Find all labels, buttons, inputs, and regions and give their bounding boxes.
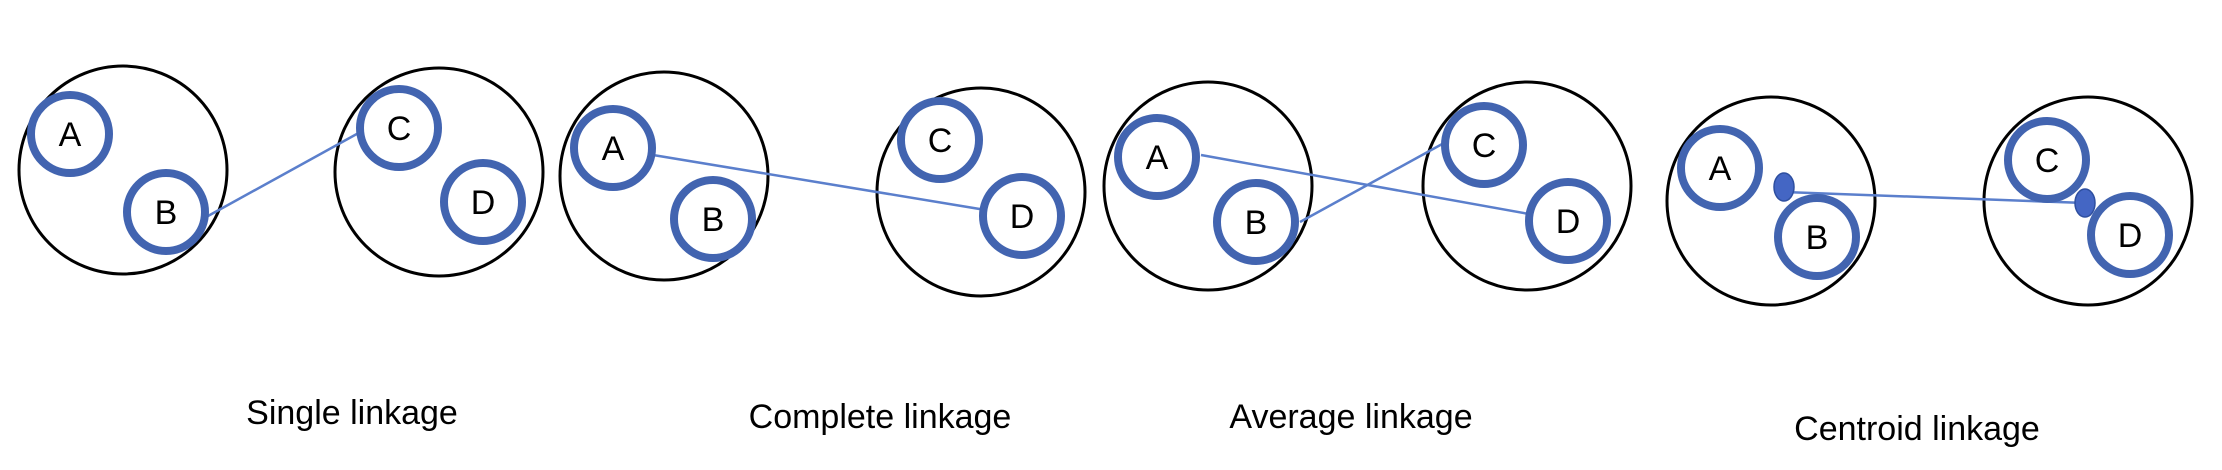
point-c-label: C	[387, 110, 412, 148]
caption-average-linkage: Average linkage	[1229, 398, 1472, 436]
point-c-label: C	[2035, 142, 2060, 180]
centroid-left	[1773, 172, 1795, 202]
point-a-circle	[1114, 114, 1200, 200]
point-b-circle	[1213, 179, 1299, 265]
point-a: A	[27, 91, 113, 177]
point-c-circle	[356, 85, 442, 171]
point-a: A	[1677, 125, 1763, 211]
point-c: C	[2004, 117, 2090, 203]
point-b: B	[1213, 179, 1299, 265]
point-b-circle	[123, 169, 209, 255]
point-c: C	[897, 97, 983, 183]
point-b-label: B	[702, 201, 725, 239]
panel-average-linkage: A B C D Average linkage	[1102, 80, 1633, 436]
average-link-a-d	[1200, 153, 1569, 223]
point-d-label: D	[1556, 203, 1581, 241]
cluster-left	[1665, 95, 1877, 307]
panel-centroid-linkage: A B C D Centroid linkage	[1665, 95, 2194, 448]
point-a: A	[1114, 114, 1200, 200]
point-b-label: B	[1806, 219, 1829, 257]
point-a-label: A	[59, 116, 82, 154]
point-a-circle	[570, 105, 656, 191]
point-d: D	[1525, 178, 1611, 264]
point-a-label: A	[1146, 139, 1169, 177]
point-d-circle	[1525, 178, 1611, 264]
point-d-circle	[979, 173, 1065, 259]
complete-link	[652, 153, 1023, 218]
point-d: D	[2087, 192, 2173, 278]
point-c: C	[1441, 102, 1527, 188]
caption-centroid-linkage: Centroid linkage	[1794, 410, 2040, 448]
caption-single-linkage: Single linkage	[246, 394, 458, 432]
centroid-right	[2074, 188, 2096, 218]
point-c-label: C	[928, 122, 953, 160]
cluster-left	[17, 64, 229, 276]
cluster-right	[1421, 80, 1633, 292]
point-d-label: D	[1010, 198, 1035, 236]
point-a-circle	[1677, 125, 1763, 211]
point-d: D	[979, 173, 1065, 259]
point-d-label: D	[471, 184, 496, 222]
caption-complete-linkage: Complete linkage	[749, 398, 1012, 436]
point-b-label: B	[1245, 204, 1268, 242]
point-d-circle	[2087, 192, 2173, 278]
point-d-label: D	[2118, 217, 2143, 255]
point-c: C	[356, 85, 442, 171]
point-b-label: B	[155, 194, 178, 232]
panel-complete-linkage: A B C D Complete linkage	[558, 70, 1087, 436]
panel-single-linkage: A B C D Single linkage	[17, 64, 545, 432]
cluster-right	[1982, 95, 2194, 307]
point-a-label: A	[1709, 150, 1732, 188]
cluster-left	[558, 70, 770, 282]
cluster-left	[1102, 80, 1314, 292]
point-c-label: C	[1472, 127, 1497, 165]
point-b: B	[1774, 194, 1860, 280]
average-link-b-c	[1299, 141, 1445, 224]
point-a: A	[570, 105, 656, 191]
single-link	[207, 128, 365, 218]
point-c-circle	[897, 97, 983, 183]
point-a-label: A	[602, 130, 625, 168]
point-c-circle	[2004, 117, 2090, 203]
point-b-circle	[1774, 194, 1860, 280]
point-a-circle	[27, 91, 113, 177]
point-d: D	[440, 159, 526, 245]
point-c-circle	[1441, 102, 1527, 188]
cluster-right	[333, 66, 545, 278]
point-b-circle	[670, 176, 756, 262]
point-b: B	[123, 169, 209, 255]
point-b: B	[670, 176, 756, 262]
point-d-circle	[440, 159, 526, 245]
